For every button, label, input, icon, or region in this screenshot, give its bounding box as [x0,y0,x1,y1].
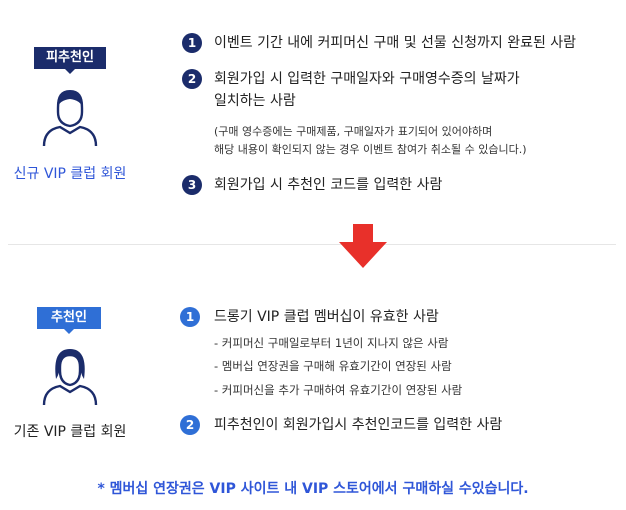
referee-cond-3-text: 회원가입 시 추천인 코드를 입력한 사람 [214,177,443,193]
section-divider [8,244,616,245]
referrer-cond-1-text: 드롱기 VIP 클럽 멤버십이 유효한 사람 [214,309,439,325]
referrer-cond-1-number: 1 [180,307,200,327]
person-female-icon [42,349,98,406]
referee-cond-3-number: 3 [182,175,202,195]
referrer-label: 기존 VIP 클럽 회원 [13,424,127,440]
referrer-badge: 추천인 [37,307,101,334]
arrow-down-icon [339,224,387,268]
referrer-cond-2-number: 2 [180,415,200,435]
referee-cond-2-line1: 회원가입 시 입력한 구매일자와 구매영수증의 날짜가 [214,71,520,87]
referee-badge: 피추천인 [34,47,106,74]
referrer-cond-1-bullet-2: - 멤버십 연장권을 구매해 유효기간이 연장된 사람 [214,359,452,373]
referee-cond-2-note2: 해당 내용이 확인되지 않는 경우 이벤트 참여가 취소될 수 있습니다.) [214,143,527,156]
referrer-cond-2-text: 피추천인이 회원가입시 추천인코드를 입력한 사람 [214,417,503,433]
referee-cond-2-line2: 일치하는 사람 [214,93,296,109]
referee-cond-1-number: 1 [182,33,202,53]
person-male-icon [42,90,98,147]
referee-cond-2-note1: (구매 영수증에는 구매제품, 구매일자가 표기되어 있어야하며 [214,125,493,138]
footer-note: * 멤버십 연장권은 VIP 사이트 내 VIP 스토어에서 구매하실 수있습니… [97,481,529,497]
referee-cond-2-number: 2 [182,69,202,89]
referrer-cond-1-bullet-3: - 커피머신을 추가 구매하여 유효기간이 연장된 사람 [214,383,463,397]
referee-cond-1-text: 이벤트 기간 내에 커피머신 구매 및 선물 신청까지 완료된 사람 [214,35,577,51]
referee-label: 신규 VIP 클럽 회원 [13,166,127,182]
referrer-cond-1-bullet-1: - 커피머신 구매일로부터 1년이 지나지 않은 사람 [214,336,449,350]
